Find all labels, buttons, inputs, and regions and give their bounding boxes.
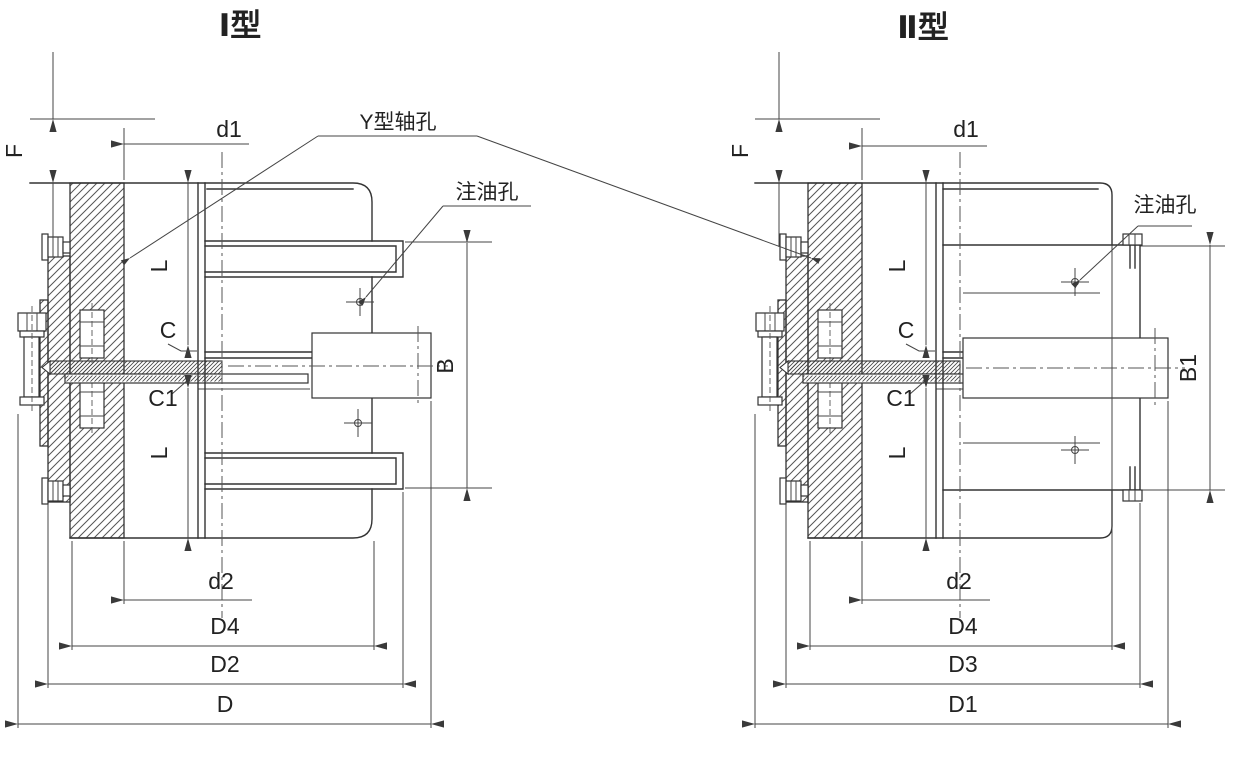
type1-studs <box>79 303 105 435</box>
dim-label-d-big: D <box>217 691 234 717</box>
oil-hole-label-right: 注油孔 <box>1134 194 1197 217</box>
dim-label-d2: d2 <box>946 568 972 594</box>
shaft-hole-label: Y型轴孔 <box>359 111 436 134</box>
dim-label-l-lower: L <box>146 446 172 459</box>
dim-label-b1: B1 <box>1175 354 1201 382</box>
dim-label-c1: C1 <box>148 385 177 411</box>
dim-label-l-upper: L <box>146 259 172 272</box>
dim-label-d4-big: D4 <box>210 613 240 639</box>
type1-diagram: F d1 L C C1 L B d2 D4 D2 <box>1 8 492 728</box>
type1-title: Ⅰ型 <box>219 8 262 43</box>
dim-label-d4-big: D4 <box>948 613 978 639</box>
dim-label-f: F <box>727 144 753 158</box>
oil-hole-label-left: 注油孔 <box>456 181 519 204</box>
type2-title: Ⅱ型 <box>897 10 948 45</box>
type2-diagram: F d1 L C C1 L B1 d2 D4 D3 <box>727 10 1225 728</box>
type1-flange-bolts <box>17 233 71 505</box>
oil-hole-annotation-right: 注油孔 <box>1071 194 1197 289</box>
type2-dimensions: F d1 L C C1 L B1 d2 D4 D3 <box>727 52 1214 728</box>
dim-label-d2: d2 <box>208 568 234 594</box>
type1-centerlines <box>221 152 448 618</box>
type2-centerlines <box>959 152 1185 618</box>
dim-label-d2-big: D2 <box>210 651 239 677</box>
dim-label-l-upper: L <box>884 259 910 272</box>
dim-label-d1: d1 <box>953 116 979 142</box>
shaft-hole-annotation: Y型轴孔 <box>120 111 821 266</box>
dim-label-d3-big: D3 <box>948 651 977 677</box>
dim-label-f: F <box>1 144 27 158</box>
dim-label-d1: d1 <box>216 116 242 142</box>
type2-studs <box>817 303 843 435</box>
dim-label-d1-big: D1 <box>948 691 977 717</box>
type2-flange-bolts <box>755 233 809 505</box>
dim-label-b: B <box>432 358 458 373</box>
dim-label-l-lower: L <box>884 446 910 459</box>
oil-hole-annotation-left: 注油孔 <box>357 181 531 306</box>
dim-label-c: C <box>160 317 177 343</box>
dim-label-c: C <box>898 317 915 343</box>
type1-dimensions: F d1 L C C1 L B d2 D4 D2 <box>1 52 492 728</box>
dim-label-c1: C1 <box>886 385 915 411</box>
